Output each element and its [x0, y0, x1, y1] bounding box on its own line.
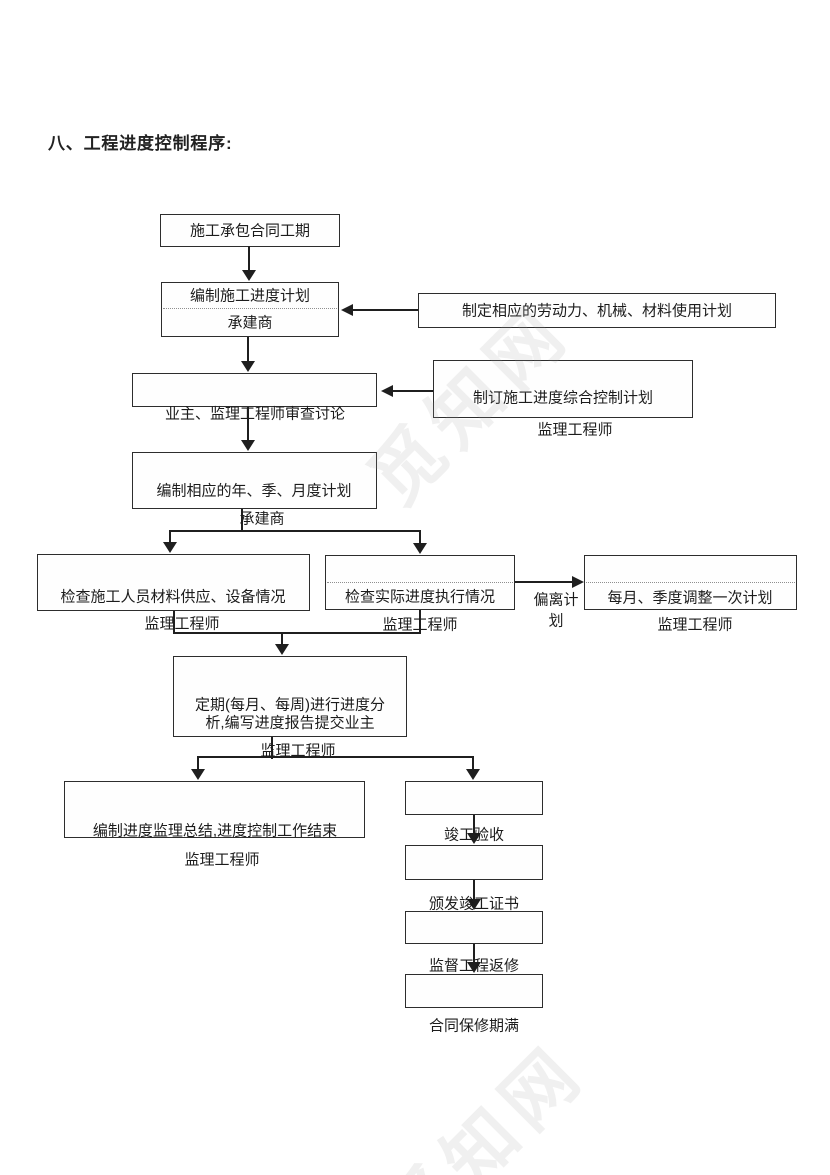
summary-role: 监理工程师: [184, 851, 260, 869]
arrowhead-review-to-periodic: [241, 440, 255, 451]
arrowhead-deviation: [572, 576, 584, 588]
summary-label: 编制进度监理总结,进度控制工作结束: [92, 822, 338, 840]
arrowhead-to-acceptance: [466, 769, 480, 780]
comprehensive-plan-role: 监理工程师: [537, 421, 613, 439]
watermark-bottom: 觅知网: [370, 1030, 601, 1175]
connector-check-supply-down: [173, 611, 175, 634]
arrowhead-comprehensive-to-review: [381, 385, 393, 397]
connector-merge-to-analysis: [281, 632, 283, 646]
arrowhead-repair-down: [467, 962, 481, 973]
connector-branch-to-acceptance: [472, 756, 474, 771]
check-actual-label: 检查实际进度执行情况: [344, 588, 496, 606]
analysis-label-line2: 析,编写进度报告提交业主: [205, 714, 375, 732]
connector-deviation: [515, 581, 574, 583]
acceptance-stage-box: [405, 781, 543, 815]
check-actual-divider: [327, 582, 513, 583]
repair-label: 监督工程返修: [428, 957, 520, 975]
contract-period-box: [160, 214, 340, 247]
arrowhead-to-check-actual: [413, 543, 427, 554]
arrowhead-to-analysis: [275, 644, 289, 655]
compile-schedule-label: 编制施工进度计划: [189, 287, 311, 305]
repair-stage-box: [405, 911, 543, 944]
certificate-stage-box: [405, 845, 543, 880]
contract-period-label: 施工承包合同工期: [189, 222, 311, 240]
connector-resource-to-compile: [352, 309, 418, 311]
owner-review-label: 业主、监理工程师审查讨论: [164, 405, 346, 423]
certificate-label: 颁发竣工证书: [428, 895, 520, 913]
analysis-box: [173, 656, 407, 737]
warranty-label: 合同保修期满: [428, 1017, 520, 1035]
resource-plan-box: [418, 293, 776, 328]
periodic-plan-box: [132, 452, 377, 509]
check-supply-label: 检查施工人员材料供应、设备情况: [60, 588, 286, 606]
periodic-plan-role: 承建商: [239, 510, 285, 528]
compile-schedule-box: [161, 282, 339, 337]
connector-periodic-stem: [241, 509, 243, 532]
arrowhead-to-summary: [191, 769, 205, 780]
adjust-plan-role: 监理工程师: [657, 616, 733, 634]
warranty-stage-box: [405, 974, 543, 1008]
connector-merge-line: [173, 632, 421, 634]
connector-analysis-branch: [197, 756, 474, 758]
analysis-label-line1: 定期(每月、每周)进行进度分: [195, 696, 385, 714]
arrowhead-compile-to-review: [241, 361, 255, 372]
periodic-plan-label: 编制相应的年、季、月度计划: [156, 482, 352, 500]
connector-certificate-down: [473, 880, 475, 901]
compile-schedule-role: 承建商: [227, 314, 273, 332]
arrowhead-to-check-supply: [163, 542, 177, 553]
comprehensive-plan-box: [433, 360, 693, 418]
deviation-label-line1: 偏离计: [533, 591, 579, 609]
connector-acceptance-down: [473, 815, 475, 835]
arrowhead-acceptance-down: [467, 833, 481, 844]
owner-review-box: [132, 373, 377, 407]
resource-plan-label: 制定相应的劳动力、机械、材料使用计划: [461, 302, 733, 320]
connector-comprehensive-to-review: [392, 390, 433, 392]
analysis-role: 监理工程师: [260, 742, 336, 760]
check-supply-role: 监理工程师: [144, 615, 220, 633]
connector-contract-to-compile: [248, 246, 250, 272]
connector-periodic-branch: [169, 530, 421, 532]
connector-check-actual-down: [419, 610, 421, 634]
arrowhead-certificate-down: [467, 899, 481, 910]
arrowhead-contract-to-compile: [242, 270, 256, 281]
adjust-plan-divider: [586, 582, 795, 583]
page-title: 八、工程进度控制程序:: [48, 134, 233, 153]
acceptance-label: 竣工验收: [443, 826, 505, 844]
connector-repair-down: [473, 944, 475, 964]
connector-analysis-stem: [271, 737, 273, 759]
arrowhead-resource-to-compile: [341, 304, 353, 316]
connector-branch-to-check-actual: [419, 530, 421, 545]
deviation-label-line2: 划: [548, 612, 564, 630]
summary-box: [64, 781, 365, 838]
check-supply-box: [37, 554, 310, 611]
connector-branch-to-check-supply: [169, 530, 171, 544]
adjust-plan-label: 每月、季度调整一次计划: [607, 589, 773, 607]
connector-branch-to-summary: [197, 756, 199, 771]
check-actual-role: 监理工程师: [382, 616, 458, 634]
connector-review-to-periodic: [247, 407, 249, 442]
comprehensive-plan-label: 制订施工进度综合控制计划: [472, 389, 654, 407]
connector-compile-to-review: [247, 337, 249, 363]
compile-schedule-divider: [163, 308, 337, 309]
